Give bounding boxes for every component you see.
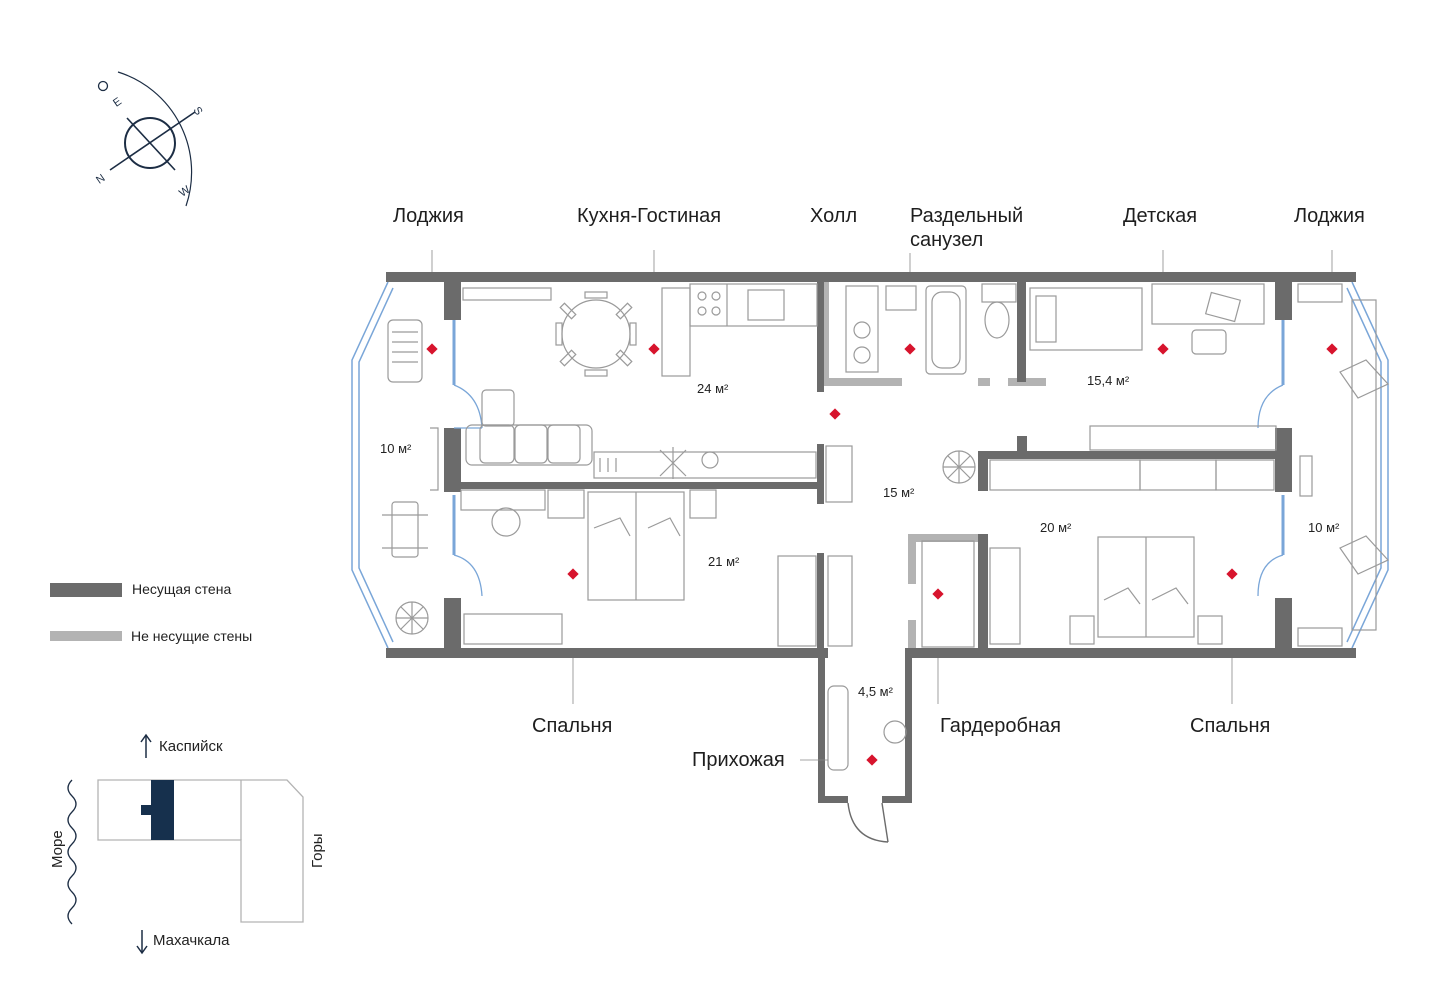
non-load-bearing-walls (822, 282, 1046, 650)
room-markers (426, 343, 1338, 766)
label-kids: Детская (1123, 205, 1198, 227)
compass-e: E (111, 96, 124, 110)
compass (97, 71, 196, 207)
legend-swatch-non-load-bearing (50, 631, 122, 641)
site-east-label: Горы (309, 833, 326, 868)
compass-s: S (191, 105, 205, 118)
area-bedroom-right: 20 м² (1040, 520, 1072, 535)
label-loggia-left: Лоджия (393, 205, 464, 227)
label-hall: Холл (810, 205, 858, 227)
label-bedroom-left: Спальня (532, 715, 613, 737)
leader-lines (431, 250, 1333, 761)
label-loggia-right: Лоджия (1294, 205, 1365, 227)
label-entrance: Прихожая (692, 749, 785, 771)
label-kitchen-living: Кухня-Гостиная (577, 205, 722, 227)
site-west-label: Море (49, 830, 66, 868)
label-bathroom-line2: санузел (910, 229, 984, 251)
area-kitchen-living: 24 м² (697, 381, 729, 396)
area-hall: 15 м² (883, 485, 915, 500)
entrance-door (847, 802, 889, 843)
area-kids: 15,4 м² (1087, 373, 1130, 388)
inner-glazing (452, 320, 1285, 555)
label-bedroom-right: Спальня (1190, 715, 1271, 737)
loggia-glass-left (351, 281, 394, 649)
compass-n: N (94, 172, 107, 186)
loggia-glass-right (1346, 281, 1389, 649)
site-map (67, 733, 304, 955)
label-bathroom-line1: Раздельный (910, 205, 1024, 227)
site-south-label: Махачкала (153, 932, 230, 949)
load-bearing-walls (386, 272, 1356, 803)
furniture (382, 283, 1389, 771)
legend-swatch-load-bearing (50, 583, 122, 597)
site-north-label: Каспийск (159, 738, 223, 755)
legend-label-non-load-bearing: Не несущие стены (131, 628, 253, 644)
legend-label-load-bearing: Несущая стена (132, 581, 232, 597)
doors (453, 384, 1284, 597)
area-entrance: 4,5 м² (858, 684, 893, 699)
area-loggia-left: 10 м² (380, 441, 412, 456)
area-loggia-right: 10 м² (1308, 520, 1340, 535)
label-wardrobe: Гардеробная (940, 715, 1061, 737)
area-bedroom-left: 21 м² (708, 554, 740, 569)
